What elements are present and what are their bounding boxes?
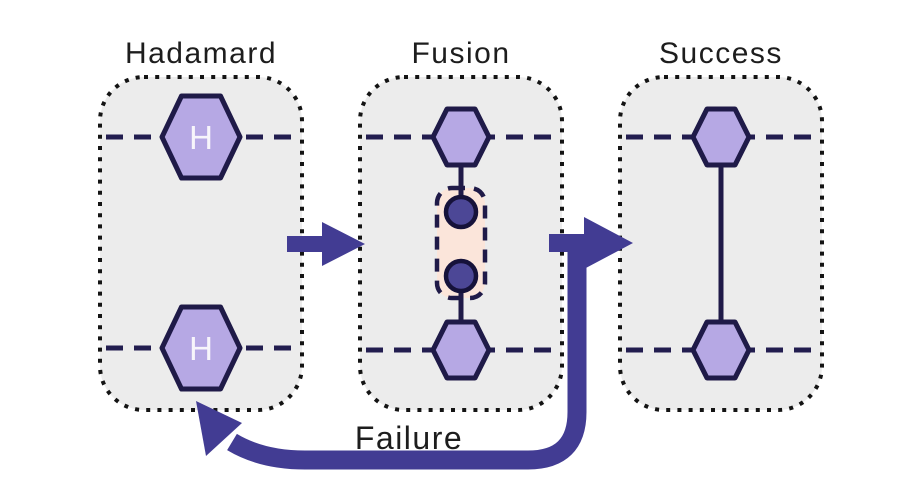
fusion-node-top-circle <box>443 194 479 230</box>
hadamard-panel-title: Hadamard <box>125 37 277 70</box>
success-qubit-top-hexagon <box>690 106 752 168</box>
success-qubit-bottom-hexagon <box>690 319 752 381</box>
hadamard-gate-top-hexagon <box>159 93 243 181</box>
hadamard-gate-top-label: H <box>189 119 213 156</box>
fusion-node-bottom-circle <box>443 258 479 294</box>
fusion-qubit-bottom-hexagon <box>430 319 492 381</box>
success-panel-group: Success <box>618 37 824 412</box>
hadamard-gate-bottom-label: H <box>189 330 213 367</box>
arrow-fusion-to-success <box>549 217 633 269</box>
hadamard-gate-bottom-hexagon <box>159 304 243 392</box>
failure-label: Failure <box>355 420 463 456</box>
hadamard-panel-group: Hadamard H H <box>98 37 304 412</box>
success-panel-title: Success <box>659 37 783 70</box>
fusion-qubit-top-hexagon <box>430 106 492 168</box>
fusion-panel-group: Fusion <box>358 37 564 412</box>
fusion-panel-title: Fusion <box>411 37 510 70</box>
arrow-hadamard-to-fusion <box>287 222 365 266</box>
failure-return-arrowhead <box>196 401 242 456</box>
failure-return-path <box>227 240 587 470</box>
